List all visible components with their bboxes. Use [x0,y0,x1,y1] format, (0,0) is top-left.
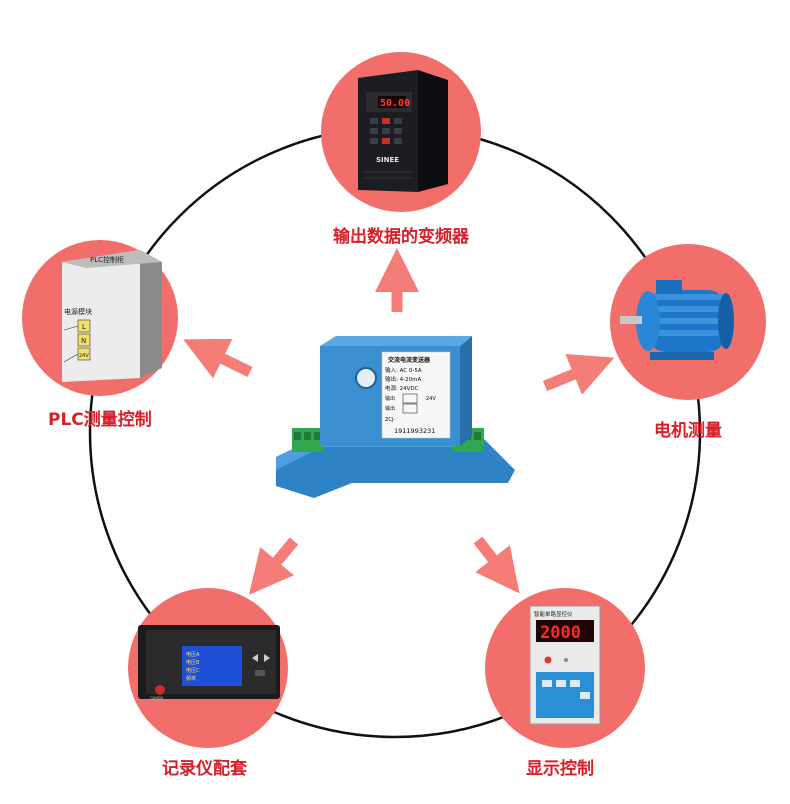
label-inverter: 输出数据的变频器 [333,227,469,247]
spec-port-left-2: 输出 [385,405,395,412]
label-motor: 电机测量 [654,421,722,441]
spec-serial: 1911993231 [394,427,435,435]
arrow-down-right [473,536,520,594]
inverter-device: 50.00 SINEE [358,70,448,192]
recorder-row-3: 电压C [186,667,200,674]
controller-screen [536,620,594,642]
label-recorder: 记录仪配套 [162,759,247,779]
arrow-left [183,338,253,379]
recorder-screen [182,646,242,686]
spec-port-right: 24V [426,396,436,402]
controller-readout: 2000 [540,623,581,643]
label-plc: PLC测量控制 [48,410,152,430]
recorder-device: 电压A 电压B 电压C 频率 GIMEN [138,625,280,701]
arrow-right [542,353,615,395]
plc-cabinet: PLC控制柜 电源模块 L N 24V [62,250,162,382]
spec-power: 电源: 24VDC [385,384,419,392]
recorder-row-2: 电压B [186,659,200,666]
recorder-brand: GIMEN [150,696,163,701]
motor-device [620,280,734,360]
inverter-readout: 50.00 [380,98,410,109]
recorder-row-1: 电压A [186,651,200,658]
spec-title: 交流电流变送器 [388,356,431,364]
inverter-brand: SINEE [376,156,399,164]
plc-box-title: PLC控制柜 [90,255,124,264]
spec-port-left: 输出 [385,395,395,402]
motor-shaft [620,316,642,324]
inverter-screen [378,96,406,108]
spec-label [381,351,451,439]
spec-output: 输出: 4-20mA [385,375,421,383]
spec-input: 输入: AC 0-5A [385,366,422,374]
plc-terminal-24v: 24V [79,353,89,359]
plc-terminal-l: L [82,323,86,331]
label-display: 显示控制 [526,759,594,779]
current-transducer: 交流电流变送器 输入: AC 0-5A 输出: 4-20mA 电源: 24VDC… [276,336,515,498]
controller-title: 智能单路显控仪 [534,610,573,618]
arrow-down-left [248,537,299,595]
plc-terminal-n: N [81,337,86,345]
recorder-row-4: 频率 [186,675,196,682]
sensor-hole [355,367,377,389]
plc-module-label: 电源模块 [64,307,92,316]
spec-model: ZCJ- [385,417,395,423]
display-controller: 智能单路显控仪 2000 [529,605,601,725]
